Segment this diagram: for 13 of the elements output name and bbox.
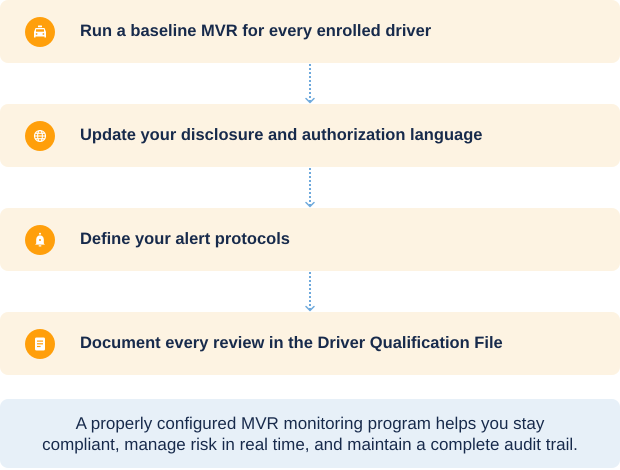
step-text: Document every review in the Driver Qualification File [80,333,503,354]
step-text: Update your disclosure and authorization language [80,125,482,146]
step-box [0,312,620,375]
summary-box [0,399,620,468]
summary-text: A properly configured MVR monitoring program helps you stay compliant, manage risk in real time, and maintain a complete audit trail. [41,412,579,454]
step-box [0,104,620,167]
step-box [0,208,620,271]
dotted-arrow [305,168,315,208]
dotted-arrow [305,272,315,312]
step-box [0,0,620,63]
dotted-arrow [305,64,315,104]
step-text: Run a baseline MVR for every enrolled driver [80,21,432,42]
step-text: Define your alert protocols [80,229,290,250]
